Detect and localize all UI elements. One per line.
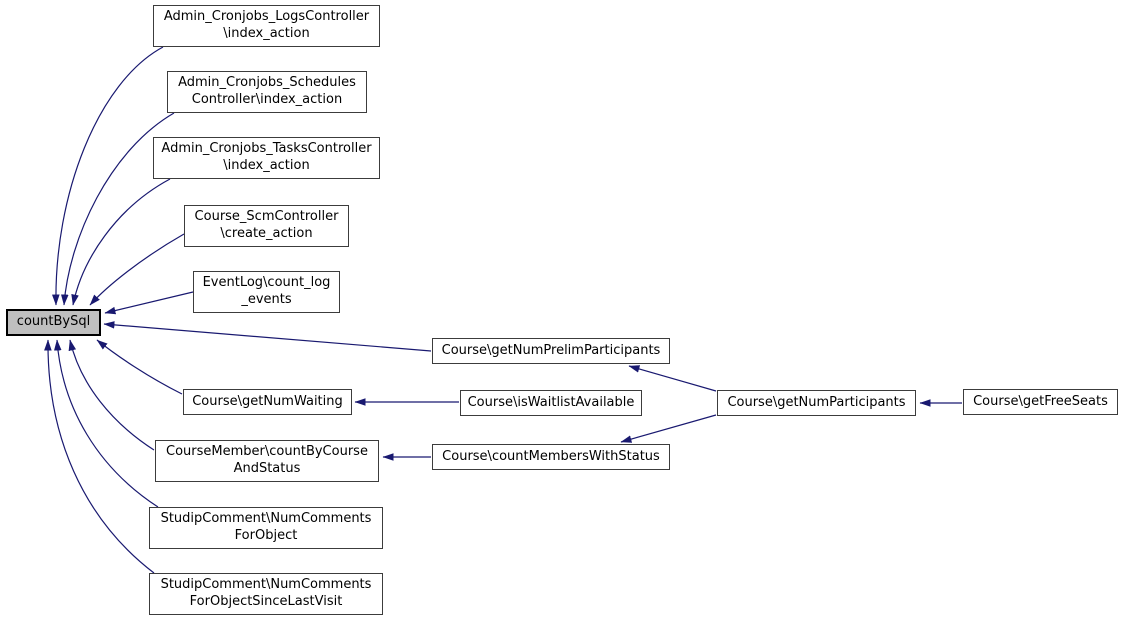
- edge-waiting-to-countbysql: [96, 339, 183, 395]
- node-course-getnumparticipants[interactable]: Course\getNumParticipants: [717, 390, 916, 416]
- node-course-iswaitlistavailable[interactable]: Course\isWaitlistAvailable: [460, 390, 642, 416]
- node-studipcomment-numcommentsforobject[interactable]: StudipComment\NumComments ForObject: [149, 507, 383, 549]
- edge-scm-to-countbysql: [89, 233, 185, 306]
- edge-tasks-to-countbysql: [71, 178, 171, 306]
- node-eventlog-count-log-events[interactable]: EventLog\count_log _events: [193, 271, 340, 313]
- node-studipcomment-numcommentsforobjectsincelastvisit[interactable]: StudipComment\NumComments ForObjectSince…: [149, 573, 383, 615]
- node-coursemember-countbycourseandstatus[interactable]: CourseMember\countByCourse AndStatus: [155, 440, 379, 482]
- node-course-getnumprelimparticipants[interactable]: Course\getNumPrelimParticipants: [432, 338, 670, 364]
- edge-ncfo-to-countbysql: [53, 339, 159, 508]
- node-countbysql: countBySql: [6, 309, 101, 336]
- node-course-countmemberswithstatus[interactable]: Course\countMembersWithStatus: [432, 444, 670, 470]
- node-admin-cronjobs-logscontroller-index-action[interactable]: Admin_Cronjobs_LogsController \index_act…: [153, 5, 380, 47]
- node-admin-cronjobs-taskscontroller-index-action[interactable]: Admin_Cronjobs_TasksController \index_ac…: [153, 137, 380, 179]
- node-course-scmcontroller-create-action[interactable]: Course_ScmController \create_action: [184, 205, 349, 247]
- edge-prelim-to-countbysql: [103, 321, 432, 352]
- edge-logs-to-countbysql: [52, 46, 164, 306]
- node-course-getfreeseats[interactable]: Course\getFreeSeats: [963, 389, 1118, 415]
- edge-cbcas-to-countbysql: [68, 339, 155, 451]
- edge-participants-to-prelim: [628, 365, 717, 392]
- edge-eventlog-to-countbysql: [104, 291, 194, 315]
- node-admin-cronjobs-schedulescontroller-index-action[interactable]: Admin_Cronjobs_Schedules Controller\inde…: [167, 71, 367, 113]
- edge-schedules-to-countbysql: [60, 112, 175, 306]
- node-course-getnumwaiting[interactable]: Course\getNumWaiting: [183, 389, 352, 415]
- edge-participants-to-members: [620, 414, 717, 443]
- edge-ncfoslv-to-countbysql: [44, 339, 155, 574]
